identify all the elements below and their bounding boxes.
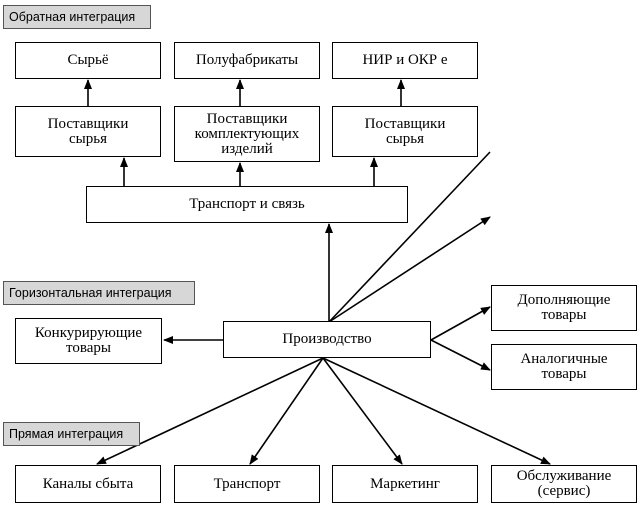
box-marketing: Маркетинг: [332, 465, 478, 503]
box-complementary-goods: Дополняющие товары: [491, 285, 637, 331]
box-raw-materials: Сырьё: [15, 42, 161, 79]
diagonal-line-upper: [328, 151, 491, 323]
box-sales-channels: Каналы сбыта: [15, 465, 161, 503]
box-rnd: НИР и ОКР е: [332, 42, 478, 79]
section-label-forward: Прямая интеграция: [3, 422, 140, 446]
box-semi-finished: Полуфабрикаты: [174, 42, 320, 79]
diagonal-arrow-lower: [328, 216, 491, 323]
section-label-horizontal: Горизонтальная интеграция: [3, 281, 195, 305]
box-analogous-goods: Аналогичные товары: [491, 344, 637, 390]
arrow-production-to-service: [322, 357, 551, 465]
box-component-suppliers: Поставщики комплектующих изделий: [174, 106, 320, 162]
box-competing-goods: Конкурирующие товары: [15, 318, 162, 364]
box-service: Обслуживание (сервис): [491, 465, 637, 503]
arrow-production-to-sales: [96, 357, 324, 465]
arrow-production-to-transport-bottom: [249, 357, 324, 465]
box-production: Производство: [223, 321, 431, 358]
arrow-production-to-marketing: [322, 357, 403, 465]
section-label-backward: Обратная интеграция: [3, 5, 151, 29]
arrow-production-to-complementary: [430, 306, 491, 341]
arrow-production-to-analogous: [430, 339, 491, 371]
box-raw-suppliers-1: Поставщики сырья: [15, 106, 161, 157]
box-raw-suppliers-2: Поставщики сырья: [332, 106, 478, 157]
box-transport-communication: Транспорт и связь: [86, 186, 408, 223]
box-transport: Транспорт: [174, 465, 320, 503]
